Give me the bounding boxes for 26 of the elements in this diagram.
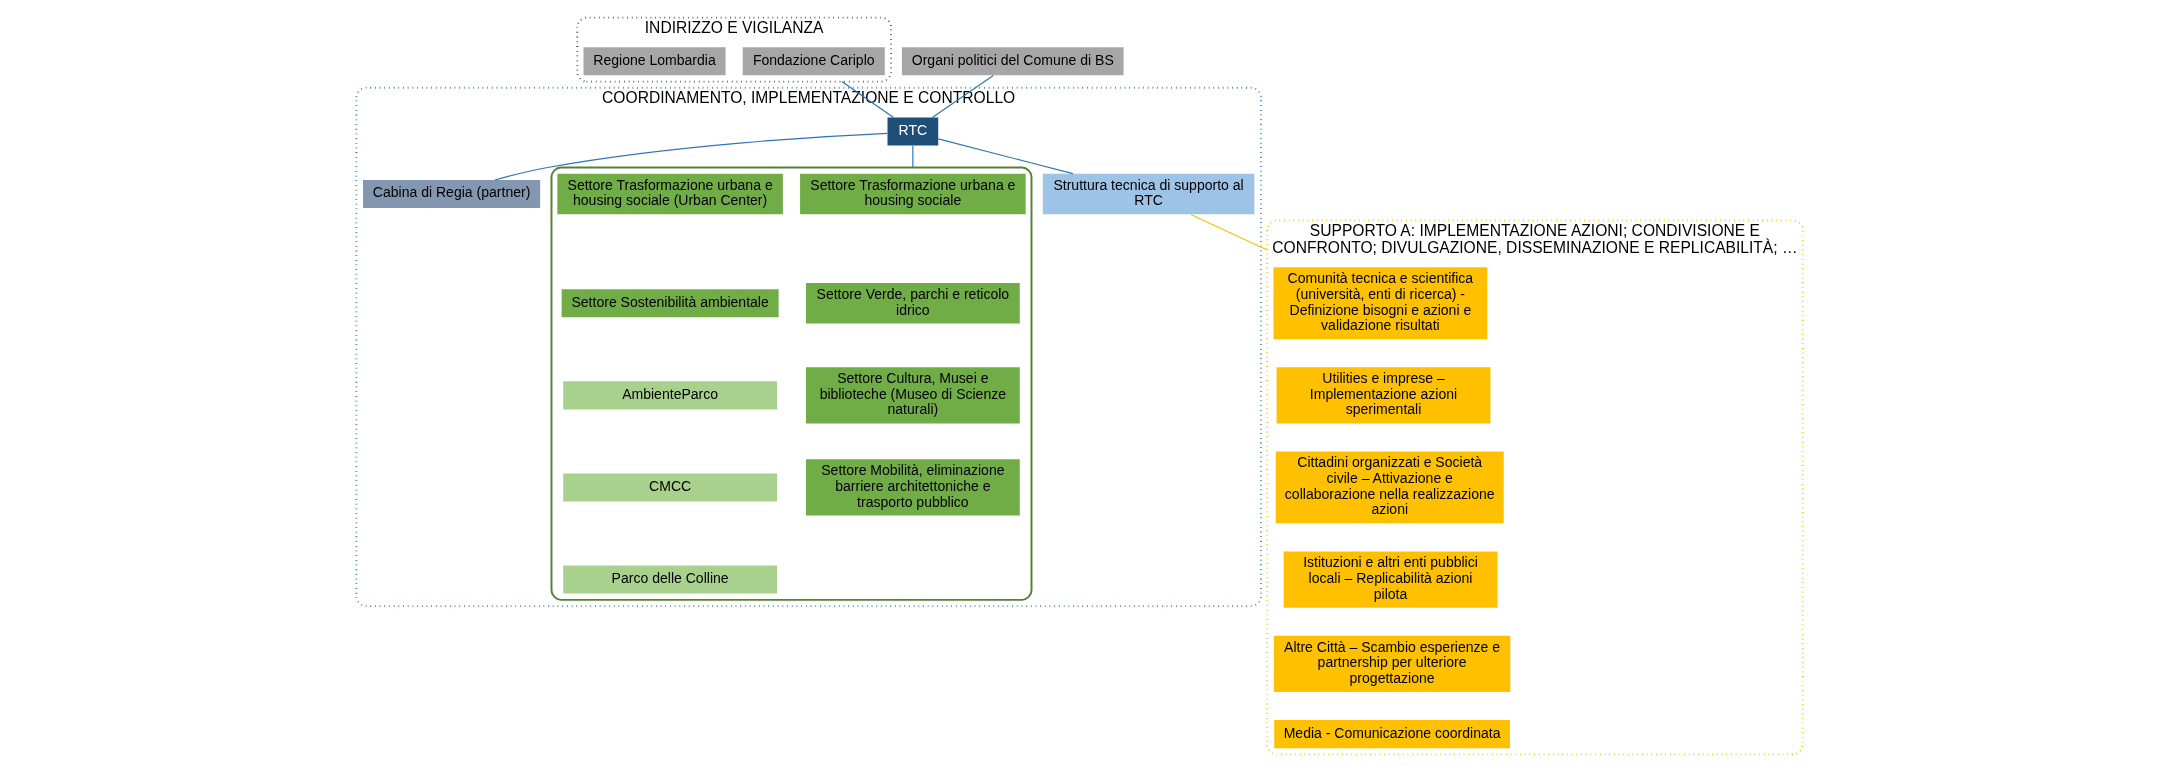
node-box: Settore Cultura, Musei e biblioteche (Museo di Scienze naturali): [805, 367, 1020, 424]
node-box: Cittadini organizzati e Società civile – Attivazione e collaborazione nella realizzazione azioni: [1275, 451, 1504, 524]
node-box: AmbienteParco: [563, 381, 778, 410]
node-box: Utilities e imprese – Implementazione azioni sperimentali: [1276, 367, 1491, 424]
connector: [494, 132, 888, 181]
node-box: Comunità tecnica e scientifica (università, enti di ricerca) - Definizione bisogni e azioni e validazione risultati: [1273, 267, 1488, 340]
node-box: Settore Sostenibilità ambientale: [561, 289, 779, 318]
node-box: RTC: [887, 117, 939, 146]
node-box: Cabina di Regia (partner): [363, 179, 541, 209]
node-box: Struttura tecnica di supporto al RTC: [1042, 173, 1255, 215]
node-box: Parco delle Colline: [563, 565, 778, 594]
node-box: Organi politici del Comune di BS: [901, 47, 1124, 76]
node-box: Regione Lombardia: [583, 47, 726, 76]
cluster: [550, 166, 1033, 601]
connector: [1190, 213, 1268, 251]
node-box: Istituzioni e altri enti pubblici locali – Replicabilità azioni pilota: [1283, 551, 1498, 608]
connector: [937, 138, 1074, 175]
connector: [912, 145, 914, 169]
node-box: Media - Comunicazione coordinata: [1274, 720, 1510, 749]
node-box: Altre Città – Scambio esperienze e partnership per ulteriore progettazione: [1273, 635, 1511, 692]
node-box: Fondazione Cariplo: [742, 47, 885, 76]
node-box: Settore Verde, parchi e reticolo idrico: [805, 282, 1020, 324]
node-box: Settore Mobilità, eliminazione barriere architettoniche e trasporto pubblico: [805, 459, 1020, 516]
node-box: Settore Trasformazione urbana e housing sociale: [800, 173, 1026, 215]
node-box: CMCC: [563, 473, 778, 502]
node-box: Settore Trasformazione urbana e housing sociale (Urban Center): [557, 173, 783, 215]
